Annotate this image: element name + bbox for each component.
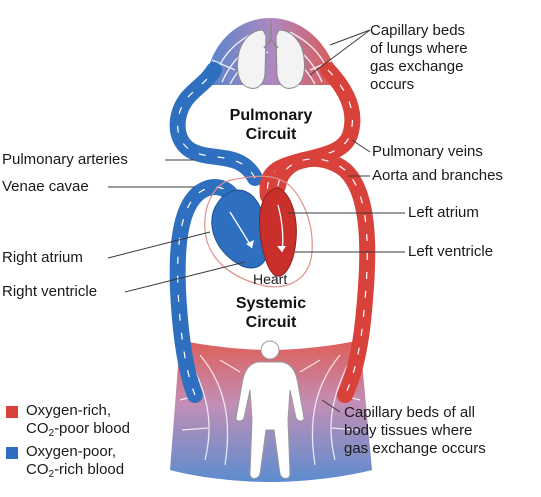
heart-outline bbox=[204, 175, 313, 288]
label-systemic-circuit: Systemic Circuit bbox=[235, 295, 307, 331]
label-pulmonary-arteries: Pulmonary arteries bbox=[2, 151, 128, 168]
label-venae-cavae: Venae cavae bbox=[2, 178, 89, 195]
label-left-atrium: Left atrium bbox=[408, 204, 479, 221]
legend-oxygen-rich-line2: CO2-poor blood bbox=[26, 420, 130, 439]
legend-oxygen-rich-line1: Oxygen-rich, bbox=[26, 402, 112, 419]
legend-item-oxygen-rich: Oxygen-rich, CO2-poor blood bbox=[6, 402, 130, 439]
label-capillary-body: Capillary beds of all body tissues where… bbox=[344, 404, 486, 457]
label-right-atrium: Right atrium bbox=[2, 249, 83, 266]
legend-oxygen-poor-line1: Oxygen-poor, bbox=[26, 443, 117, 460]
legend-swatch-oxygen-poor bbox=[6, 447, 18, 459]
label-pulmonary-circuit: Pulmonary Circuit bbox=[229, 107, 313, 143]
label-left-ventricle: Left ventricle bbox=[408, 243, 494, 260]
human-body-icon bbox=[235, 340, 305, 479]
label-heart: Heart bbox=[253, 271, 288, 287]
label-capillary-lungs: Capillary beds of lungs where gas exchan… bbox=[370, 22, 468, 93]
label-right-ventricle: Right ventricle bbox=[2, 283, 98, 300]
lungs-icon bbox=[237, 20, 305, 89]
leader-lines bbox=[107, 29, 405, 413]
legend-swatch-oxygen-rich bbox=[6, 406, 18, 418]
left-heart-chambers bbox=[259, 187, 297, 277]
lung-capillary-bed bbox=[205, 18, 340, 85]
label-pulmonary-veins: Pulmonary veins bbox=[372, 143, 483, 160]
label-aorta: Aorta and branches bbox=[372, 167, 503, 184]
legend-item-oxygen-poor: Oxygen-poor, CO2-rich blood bbox=[6, 443, 125, 480]
legend-oxygen-poor-line2: CO2-rich blood bbox=[26, 461, 125, 480]
